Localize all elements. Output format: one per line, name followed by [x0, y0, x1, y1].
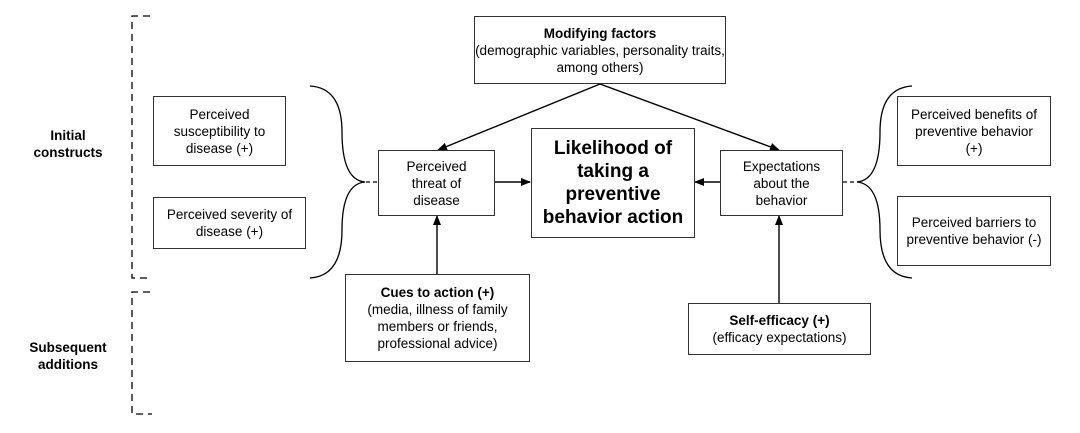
subsequent-additions-label: Subsequent additions [29, 340, 107, 372]
likelihood-box: Likelihood of taking a preventive behavi… [531, 128, 695, 238]
self-efficacy-box: Self-efficacy (+) (efficacy expectations… [688, 303, 871, 355]
cues-to-action-box: Cues to action (+) (media, illness of fa… [345, 274, 530, 362]
initial-constructs-bracket [131, 15, 152, 279]
modifying-factors-box: Modifying factors (demographic variables… [474, 16, 726, 84]
perceived-barriers-text: Perceived barriers to preventive behavio… [906, 215, 1042, 247]
right-curly-brace [856, 85, 913, 279]
perceived-susceptibility-text: Perceived susceptibility to disease (+) [173, 106, 266, 156]
expectations-box: Expectations about the behavior [720, 150, 843, 216]
subsequent-additions-bracket [131, 291, 152, 415]
cues-to-action-title: Cues to action (+) [380, 285, 495, 300]
initial-constructs-label: Initial constructs [33, 128, 103, 160]
self-efficacy-detail: (efficacy expectations) [712, 330, 847, 345]
perceived-threat-text: Perceived threat of disease [406, 158, 467, 208]
expectations-text: Expectations about the behavior [742, 158, 821, 208]
perceived-barriers-box: Perceived barriers to preventive behavio… [897, 196, 1051, 266]
self-efficacy-title: Self-efficacy (+) [729, 313, 830, 328]
perceived-benefits-text: Perceived benefits of preventive behavio… [910, 106, 1038, 156]
modifying-to-expectations-arrow [599, 83, 780, 151]
cues-to-action-detail: (media, illness of family members or fri… [367, 302, 508, 351]
perceived-threat-box: Perceived threat of disease [378, 150, 495, 216]
perceived-susceptibility-box: Perceived susceptibility to disease (+) [153, 96, 286, 166]
modifying-factors-detail: (demographic variables, personality trai… [475, 42, 725, 75]
modifying-to-threat-arrow [437, 83, 601, 151]
modifying-factors-title: Modifying factors [543, 25, 657, 41]
likelihood-text: Likelihood of taking a preventive behavi… [542, 138, 684, 228]
left-curly-brace [309, 85, 366, 279]
perceived-benefits-box: Perceived benefits of preventive behavio… [897, 96, 1051, 166]
perceived-severity-text: Perceived severity of disease (+) [166, 207, 293, 239]
perceived-severity-box: Perceived severity of disease (+) [153, 197, 306, 249]
